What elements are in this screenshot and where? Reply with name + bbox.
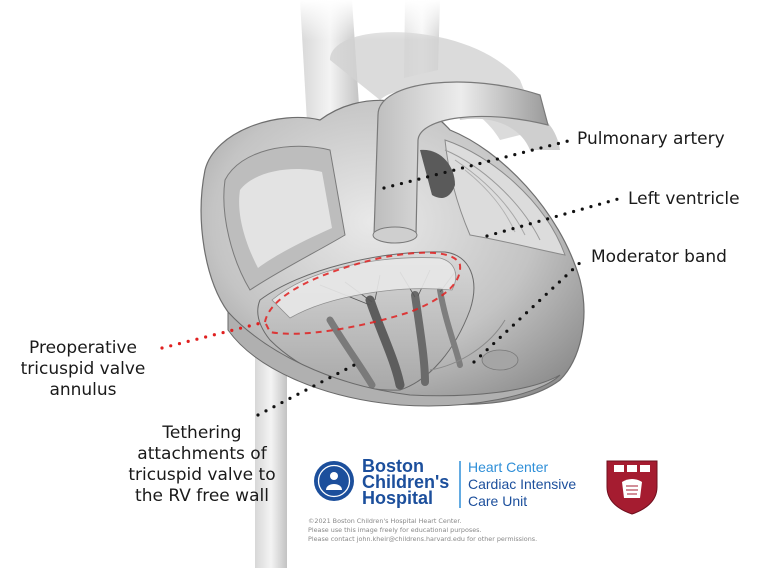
right-ventricle-cavity [227, 251, 561, 407]
logo-cicu-line-1: Cardiac Intensive [468, 476, 577, 492]
label-preoperative-line-3: annulus [49, 380, 117, 400]
label-preoperative-annulus: Preoperative tricuspid valve annulus [4, 338, 162, 401]
copyright-line-1: ©2021 Boston Children's Hospital Heart C… [308, 517, 462, 525]
logo-bch-line-3: Hospital [362, 488, 434, 508]
leader-pulmonary-artery [382, 138, 574, 190]
leader-tethering [256, 360, 362, 417]
tricuspid-annulus-outline [263, 251, 462, 335]
label-tethering-line-2: attachments of [137, 444, 267, 464]
label-tethering-attachments: Tethering attachments of tricuspid valve… [112, 423, 292, 507]
logo-bch-line-2: Children's [362, 472, 450, 492]
boston-childrens-seal-icon [314, 461, 354, 501]
label-tethering-line-1: Tethering [162, 423, 242, 443]
label-moderator-band: Moderator band [591, 247, 727, 267]
label-tethering-line-4: the RV free wall [135, 486, 269, 506]
harvard-shield-icon [606, 460, 658, 515]
label-left-ventricle: Left ventricle [628, 189, 740, 209]
label-preoperative-line-2: tricuspid valve [20, 359, 146, 379]
leader-moderator-band [472, 256, 587, 364]
logo-cicu-line-2: Care Unit [468, 493, 528, 509]
label-tethering-line-3: tricuspid valve to [128, 465, 276, 485]
label-pulmonary-artery: Pulmonary artery [577, 129, 725, 149]
label-preoperative-line-1: Preoperative [29, 338, 137, 358]
copyright-line-2: Please use this image freely for educati… [308, 526, 482, 534]
pulmonary-artery-vessel [372, 81, 549, 244]
logo-heart-center: Heart Center [468, 459, 549, 475]
logo-bch-line-1: Boston [362, 456, 424, 476]
leader-lines [160, 138, 620, 417]
copyright-line-3: Please contact john.kheir@childrens.harv… [308, 535, 538, 543]
leader-preoperative-annulus [160, 320, 267, 350]
